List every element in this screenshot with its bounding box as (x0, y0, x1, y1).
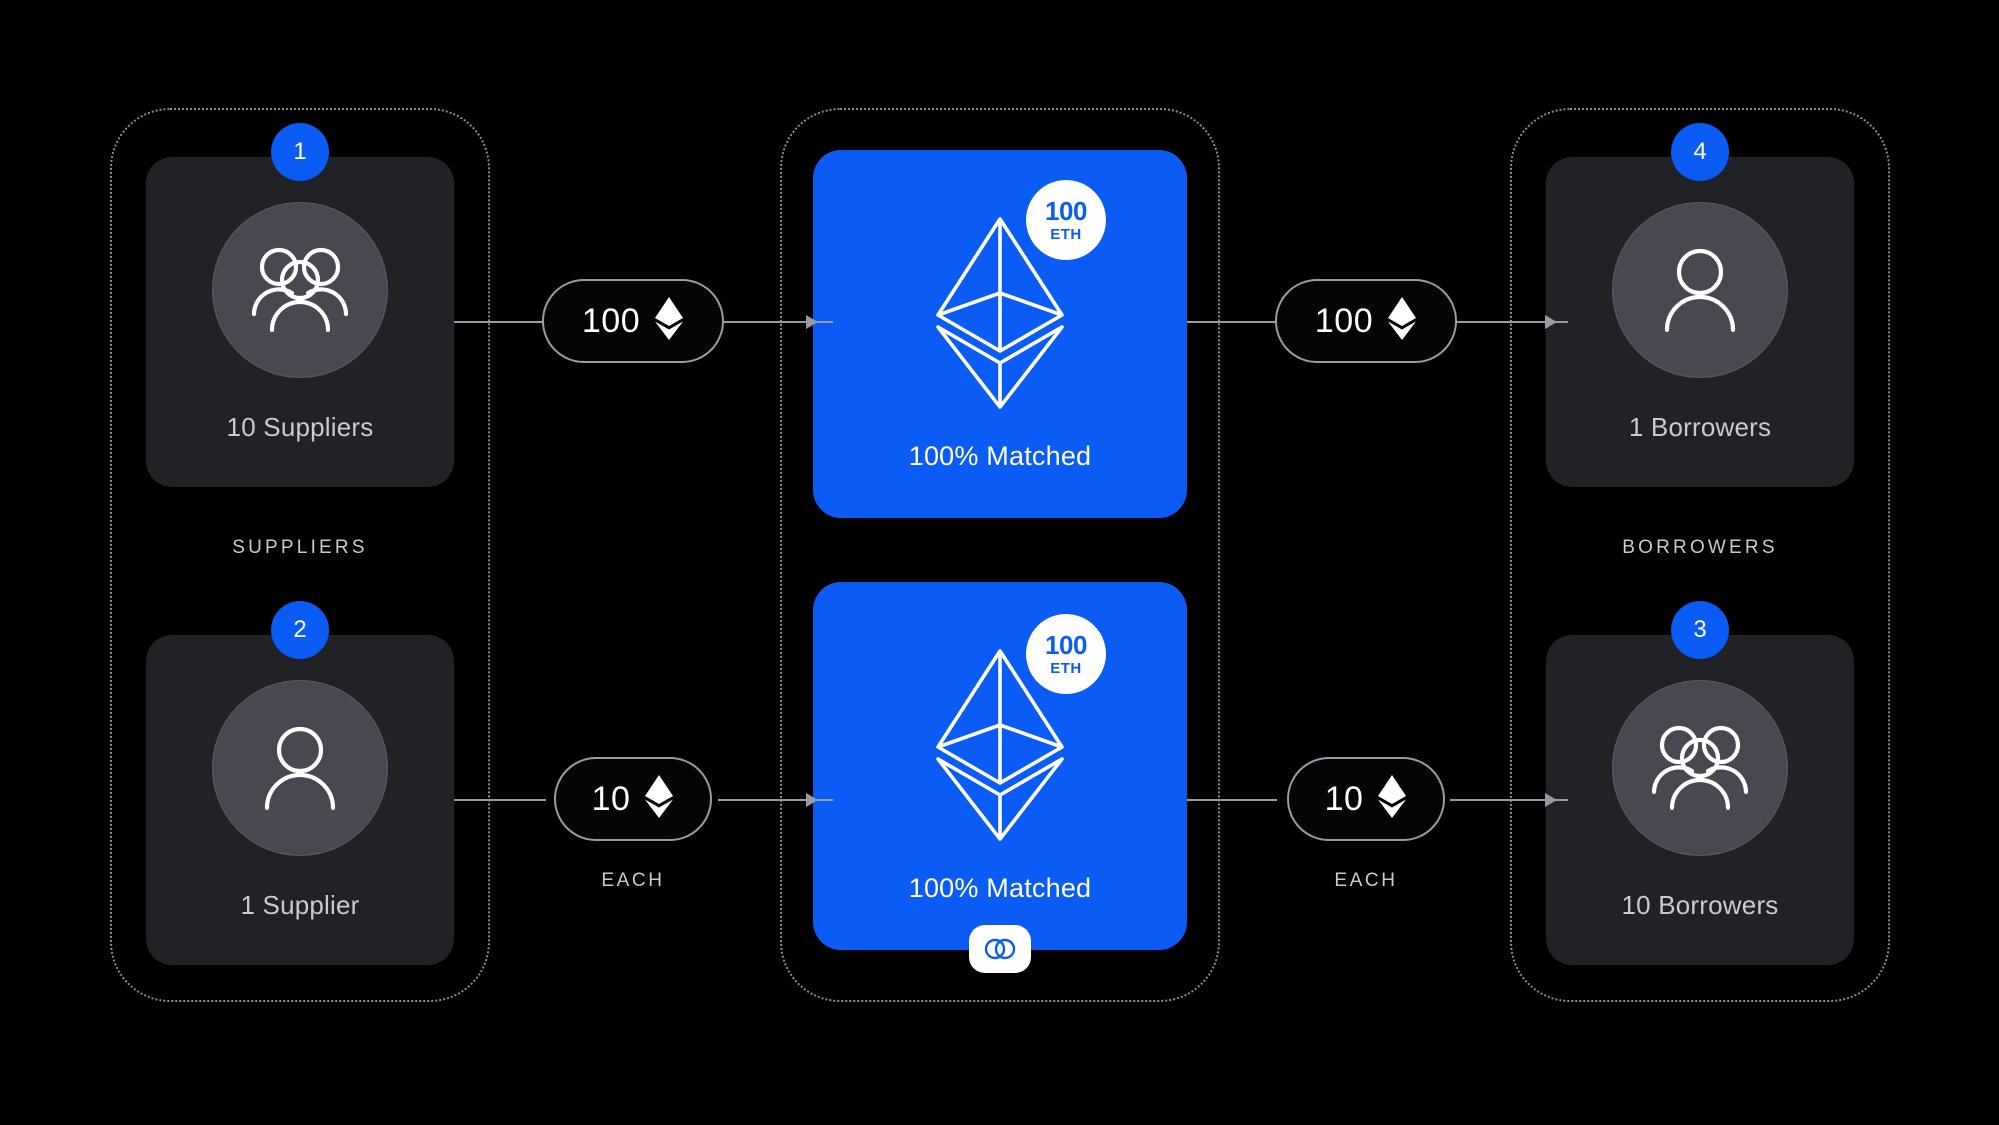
matched-label: 100% Matched (908, 440, 1092, 471)
ethereum-logo-icon (934, 647, 1066, 843)
value-pill-borrow-top[interactable]: 100 (1275, 279, 1457, 363)
step-badge-2: 2 (271, 601, 329, 659)
matched-card-bottom[interactable]: 100% Matched (813, 582, 1187, 950)
card-top-right-borrower[interactable]: 1 Borrowers (1546, 157, 1854, 487)
card-label: 10 Borrowers (1621, 889, 1779, 920)
matched-label: 100% Matched (908, 872, 1092, 903)
people-group-icon (212, 201, 388, 378)
eth-badge-symbol: ETH (1050, 226, 1082, 243)
connector-supplier-top-in (454, 321, 546, 323)
eth-badge-amount: 100 (1045, 196, 1087, 226)
suppliers-column-caption: SUPPLIERS (232, 537, 368, 558)
card-label: 10 Suppliers (226, 411, 374, 442)
person-icon (212, 679, 388, 856)
connector-borrow-bottom-in (1187, 799, 1277, 801)
value-amount: 100 (1314, 301, 1374, 340)
connector-borrow-bottom-out (1450, 799, 1568, 801)
ethereum-diamond-icon (1387, 296, 1417, 346)
matched-card-top[interactable]: 100% Matched (813, 150, 1187, 518)
card-top-left-suppliers[interactable]: 10 Suppliers (146, 157, 454, 487)
eth-badge-symbol: ETH (1050, 660, 1082, 677)
people-group-icon (1612, 679, 1788, 856)
arrow-head-icon (806, 793, 818, 807)
value-pill-supply-bottom[interactable]: 10 (554, 757, 712, 841)
connector-supplier-top-out (718, 321, 833, 323)
morpho-logo-icon (969, 925, 1031, 973)
step-badge-1: 1 (271, 123, 329, 181)
arrow-head-icon (1545, 793, 1557, 807)
card-bottom-left-supplier[interactable]: 1 Supplier (146, 635, 454, 965)
value-pill-supply-top[interactable]: 100 (542, 279, 724, 363)
borrowers-column-caption: BORROWERS (1622, 537, 1778, 558)
value-pill-borrow-bottom[interactable]: 10 (1287, 757, 1445, 841)
card-bottom-right-borrowers[interactable]: 10 Borrowers (1546, 635, 1854, 965)
each-label-right: EACH (1334, 870, 1398, 891)
ethereum-diamond-icon (654, 296, 684, 346)
connector-supplier-bottom-in (454, 799, 546, 801)
value-amount: 100 (581, 301, 641, 340)
eth-amount-badge-bottom: 100 ETH (1026, 614, 1106, 694)
card-label: 1 Borrowers (1628, 411, 1772, 442)
card-label: 1 Supplier (240, 889, 360, 920)
each-label-left: EACH (601, 870, 665, 891)
ethereum-diamond-icon (1377, 774, 1407, 824)
step-badge-3: 3 (1671, 601, 1729, 659)
arrow-head-icon (806, 315, 818, 329)
ethereum-logo-icon (934, 215, 1066, 411)
connector-borrow-top-out (1450, 321, 1568, 323)
arrow-head-icon (1545, 315, 1557, 329)
value-amount: 10 (1324, 779, 1364, 818)
connector-borrow-top-in (1187, 321, 1277, 323)
person-icon (1612, 201, 1788, 378)
step-badge-4: 4 (1671, 123, 1729, 181)
connector-supplier-bottom-out (718, 799, 833, 801)
value-amount: 10 (591, 779, 631, 818)
eth-badge-amount: 100 (1045, 630, 1087, 660)
ethereum-diamond-icon (644, 774, 674, 824)
eth-amount-badge-top: 100 ETH (1026, 180, 1106, 260)
